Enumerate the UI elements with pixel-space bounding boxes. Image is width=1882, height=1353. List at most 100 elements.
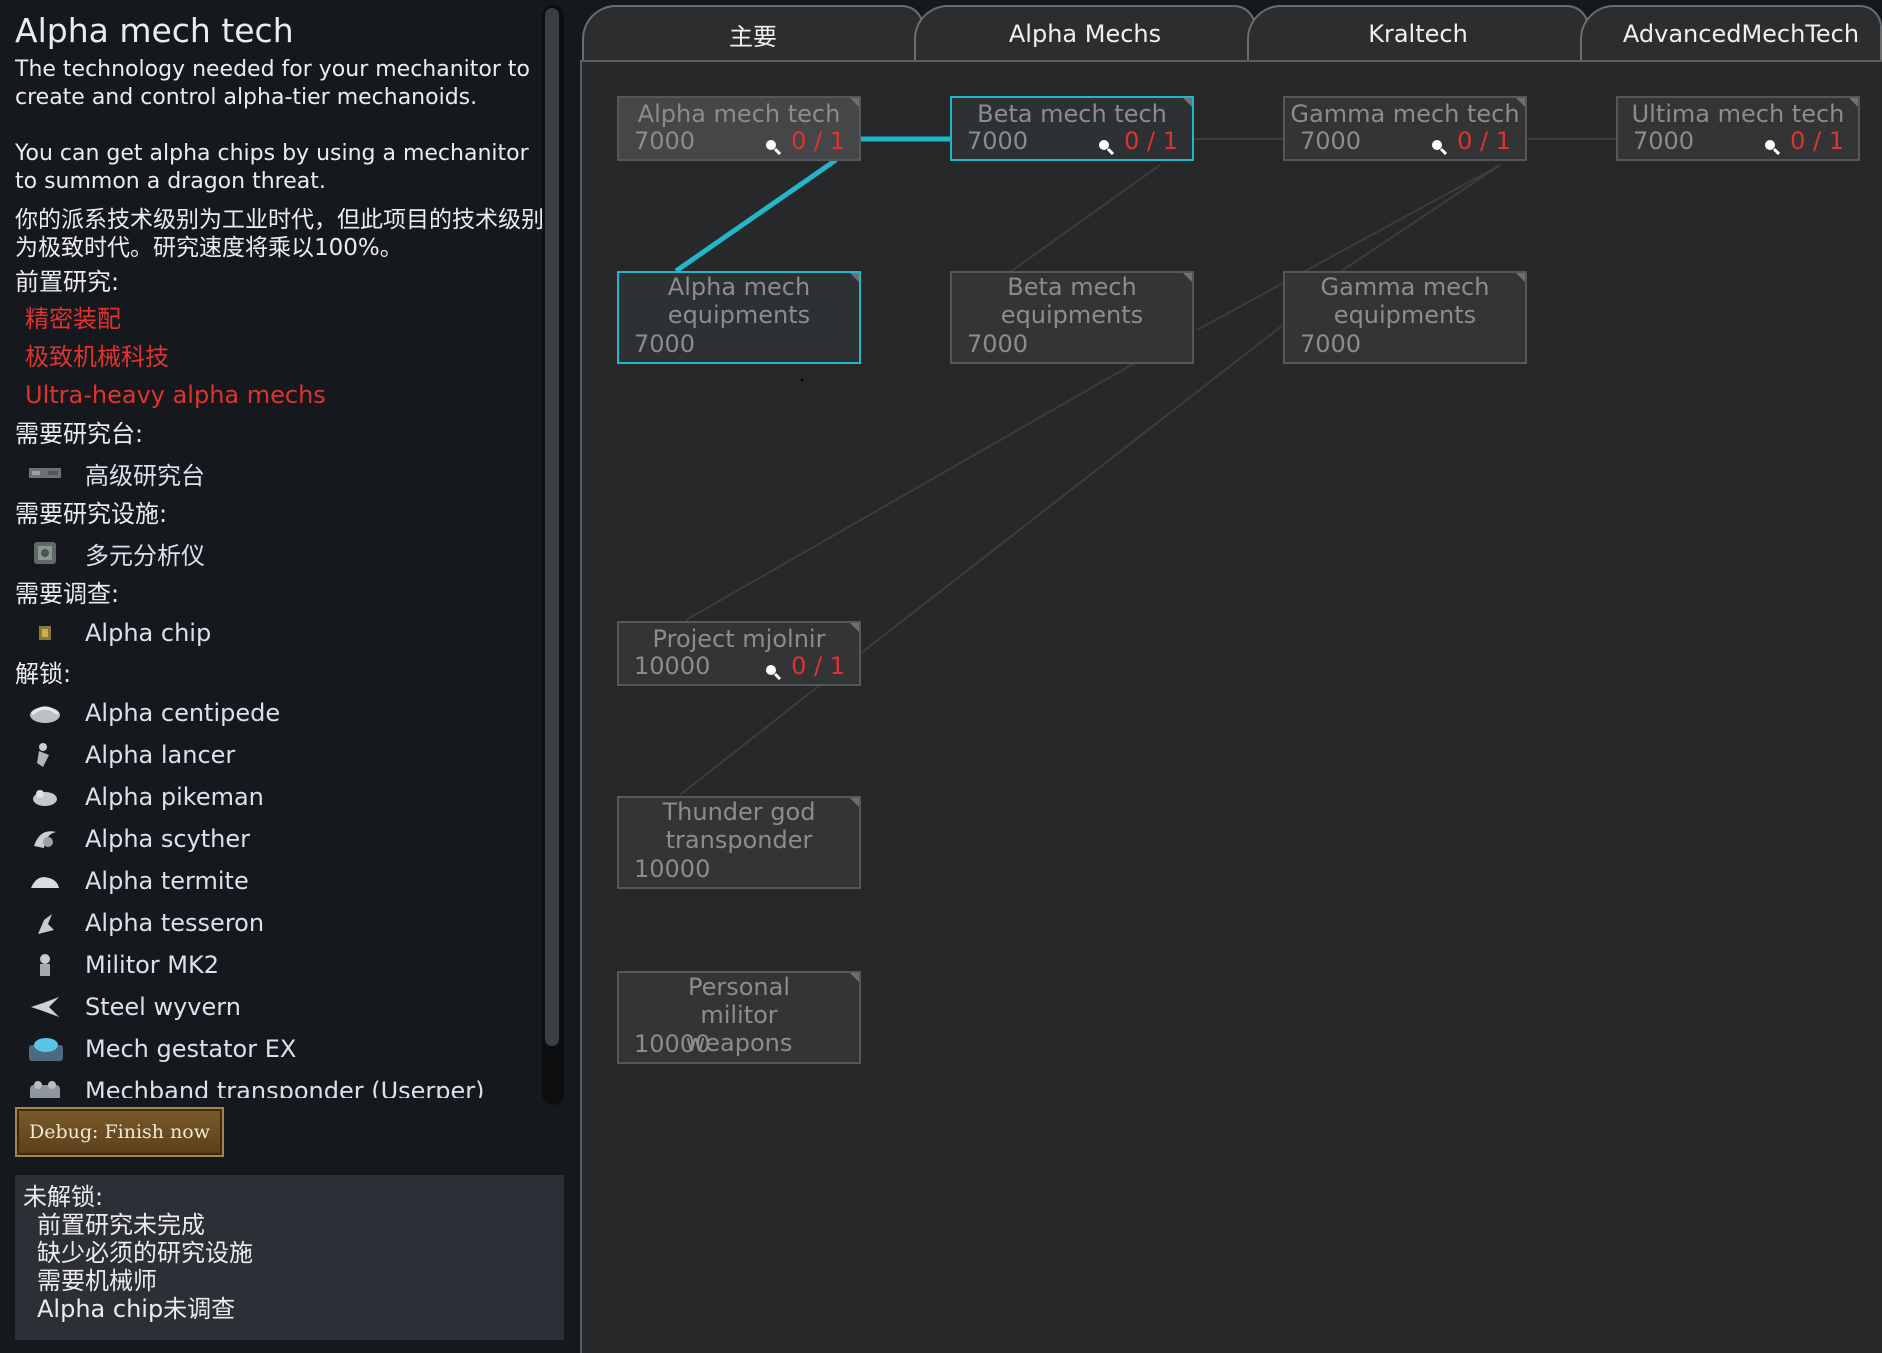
transponder-icon <box>27 1077 63 1098</box>
tab-kraltech[interactable]: Kraltech <box>1247 5 1589 61</box>
tab-main[interactable]: 主要 <box>582 5 924 61</box>
debug-finish-button[interactable]: Debug: Finish now <box>15 1107 224 1157</box>
unlock-item[interactable]: Alpha termite <box>15 860 545 902</box>
node-name: Beta mech equipments <box>1000 273 1144 329</box>
unlock-label: Militor MK2 <box>85 951 220 979</box>
facility-header: 需要研究设施: <box>15 500 168 528</box>
unlock-label: Mech gestator EX <box>85 1035 297 1063</box>
research-node[interactable]: Personal militor weapons 10000 <box>617 971 861 1064</box>
centipede-icon <box>27 699 63 727</box>
tesseron-icon <box>27 909 63 937</box>
prereq-header: 前置研究: <box>15 268 120 296</box>
magnifier-icon <box>1764 133 1781 156</box>
facility-item[interactable]: 多元分析仪 <box>15 532 545 574</box>
lock-reason: 需要机械师 <box>37 1267 157 1295</box>
node-cost: 7000 <box>634 330 696 358</box>
prereq-item[interactable]: Ultra-heavy alpha mechs <box>25 381 326 409</box>
lancer-icon <box>27 741 63 769</box>
unlock-item[interactable]: Alpha centipede <box>15 692 545 734</box>
node-name: Gamma mech tech <box>1290 100 1520 128</box>
research-node[interactable]: Gamma mech tech 7000 0 / 1 <box>1283 96 1527 161</box>
node-name: Personal militor weapons <box>685 973 793 1057</box>
unlock-label: Steel wyvern <box>85 993 241 1021</box>
prereq-item[interactable]: 精密装配 <box>25 305 121 333</box>
wyvern-icon <box>27 993 63 1021</box>
node-cost: 7000 <box>967 330 1029 358</box>
node-name: Gamma mech equipments <box>1320 273 1490 329</box>
node-progress: 0 / 1 <box>1124 127 1178 155</box>
bench-item[interactable]: 高级研究台 <box>15 452 545 494</box>
unlock-label: Alpha lancer <box>85 741 236 769</box>
node-progress: 0 / 1 <box>1790 127 1844 155</box>
study-label: Alpha chip <box>85 619 212 647</box>
research-tree-area[interactable] <box>580 60 1882 1353</box>
unlock-item[interactable]: Alpha scyther <box>15 818 545 860</box>
node-cost: 10000 <box>634 855 711 883</box>
bench-label: 高级研究台 <box>85 461 205 490</box>
node-name: Ultima mech tech <box>1631 100 1845 128</box>
bench-header: 需要研究台: <box>15 420 144 448</box>
node-progress: 0 / 1 <box>791 127 845 155</box>
unlock-item[interactable]: Mechband transponder (Userper) <box>15 1070 545 1098</box>
node-name: Beta mech tech <box>977 100 1167 128</box>
research-node[interactable]: Thunder god transponder 10000 <box>617 796 861 889</box>
unlock-item[interactable]: Militor MK2 <box>15 944 545 986</box>
gestator-icon <box>27 1035 63 1063</box>
tab-alpha-mechs[interactable]: Alpha Mechs <box>914 5 1256 61</box>
node-name: Alpha mech tech <box>637 100 841 128</box>
research-info-panel: Alpha mech tech The technology needed fo… <box>0 0 580 1353</box>
research-node[interactable]: Gamma mech equipments 7000 <box>1283 271 1527 364</box>
node-cost: 7000 <box>1300 127 1362 155</box>
unlock-label: Alpha scyther <box>85 825 251 853</box>
research-bench-icon <box>27 459 63 487</box>
militor-icon <box>27 951 63 979</box>
study-header: 需要调查: <box>15 580 120 608</box>
research-node[interactable]: Ultima mech tech 7000 0 / 1 <box>1616 96 1860 161</box>
prereq-item[interactable]: 极致机械科技 <box>25 343 169 371</box>
node-progress: 0 / 1 <box>791 652 845 680</box>
tab-advanced-mech-tech[interactable]: AdvancedMechTech <box>1580 5 1882 61</box>
lock-reasons-box: 未解锁: 前置研究未完成 缺少必须的研究设施 需要机械师 Alpha chip未… <box>15 1175 564 1340</box>
study-item[interactable]: Alpha chip <box>15 612 545 654</box>
research-node[interactable]: Alpha mech tech 7000 0 / 1 <box>617 96 861 161</box>
unlock-item[interactable]: Steel wyvern <box>15 986 545 1028</box>
tech-level-note: 你的派系技术级别为工业时代，但此项目的技术级别为极致时代。研究速度将乘以100%… <box>15 207 544 261</box>
scyther-icon <box>27 825 63 853</box>
magnifier-icon <box>1098 133 1115 156</box>
research-node[interactable]: Beta mech equipments 7000 <box>950 271 1194 364</box>
lock-reason: Alpha chip未调查 <box>37 1295 236 1323</box>
research-title: Alpha mech tech <box>15 11 294 50</box>
magnifier-icon <box>1431 133 1448 156</box>
lock-header: 未解锁: <box>23 1183 104 1211</box>
node-name: Project mjolnir <box>652 625 826 653</box>
unlock-item[interactable]: Mech gestator EX <box>15 1028 545 1070</box>
magnifier-icon <box>765 133 782 156</box>
unlock-item[interactable]: Alpha tesseron <box>15 902 545 944</box>
unlock-header: 解锁: <box>15 660 72 688</box>
multi-analyzer-icon <box>27 539 63 567</box>
pikeman-icon <box>27 783 63 811</box>
lock-reason: 缺少必须的研究设施 <box>37 1239 253 1267</box>
unlock-label: Alpha centipede <box>85 699 281 727</box>
node-cost: 7000 <box>634 127 696 155</box>
magnifier-icon <box>765 658 782 681</box>
facility-label: 多元分析仪 <box>85 541 205 570</box>
node-name: Alpha mech equipments <box>667 273 811 329</box>
unlock-label: Alpha pikeman <box>85 783 264 811</box>
research-node[interactable]: Alpha mech equipments 7000 <box>617 271 861 364</box>
node-cost: 10000 <box>634 652 711 680</box>
unlock-label: Alpha termite <box>85 867 249 895</box>
node-progress: 0 / 1 <box>1457 127 1511 155</box>
node-name: Thunder god transponder <box>662 798 816 854</box>
info-scrollbar-thumb[interactable] <box>545 8 559 1046</box>
unlock-item[interactable]: Alpha lancer <box>15 734 545 776</box>
node-cost: 7000 <box>967 127 1029 155</box>
research-info: Alpha mech tech The technology needed fo… <box>15 8 545 1098</box>
research-node[interactable]: Beta mech tech 7000 0 / 1 <box>950 96 1194 161</box>
node-cost: 7000 <box>1300 330 1362 358</box>
node-cost: 7000 <box>1633 127 1695 155</box>
node-cost: 10000 <box>634 1030 711 1058</box>
unlock-item[interactable]: Alpha pikeman <box>15 776 545 818</box>
alpha-chip-icon <box>27 619 63 647</box>
research-node[interactable]: Project mjolnir 10000 0 / 1 <box>617 621 861 686</box>
